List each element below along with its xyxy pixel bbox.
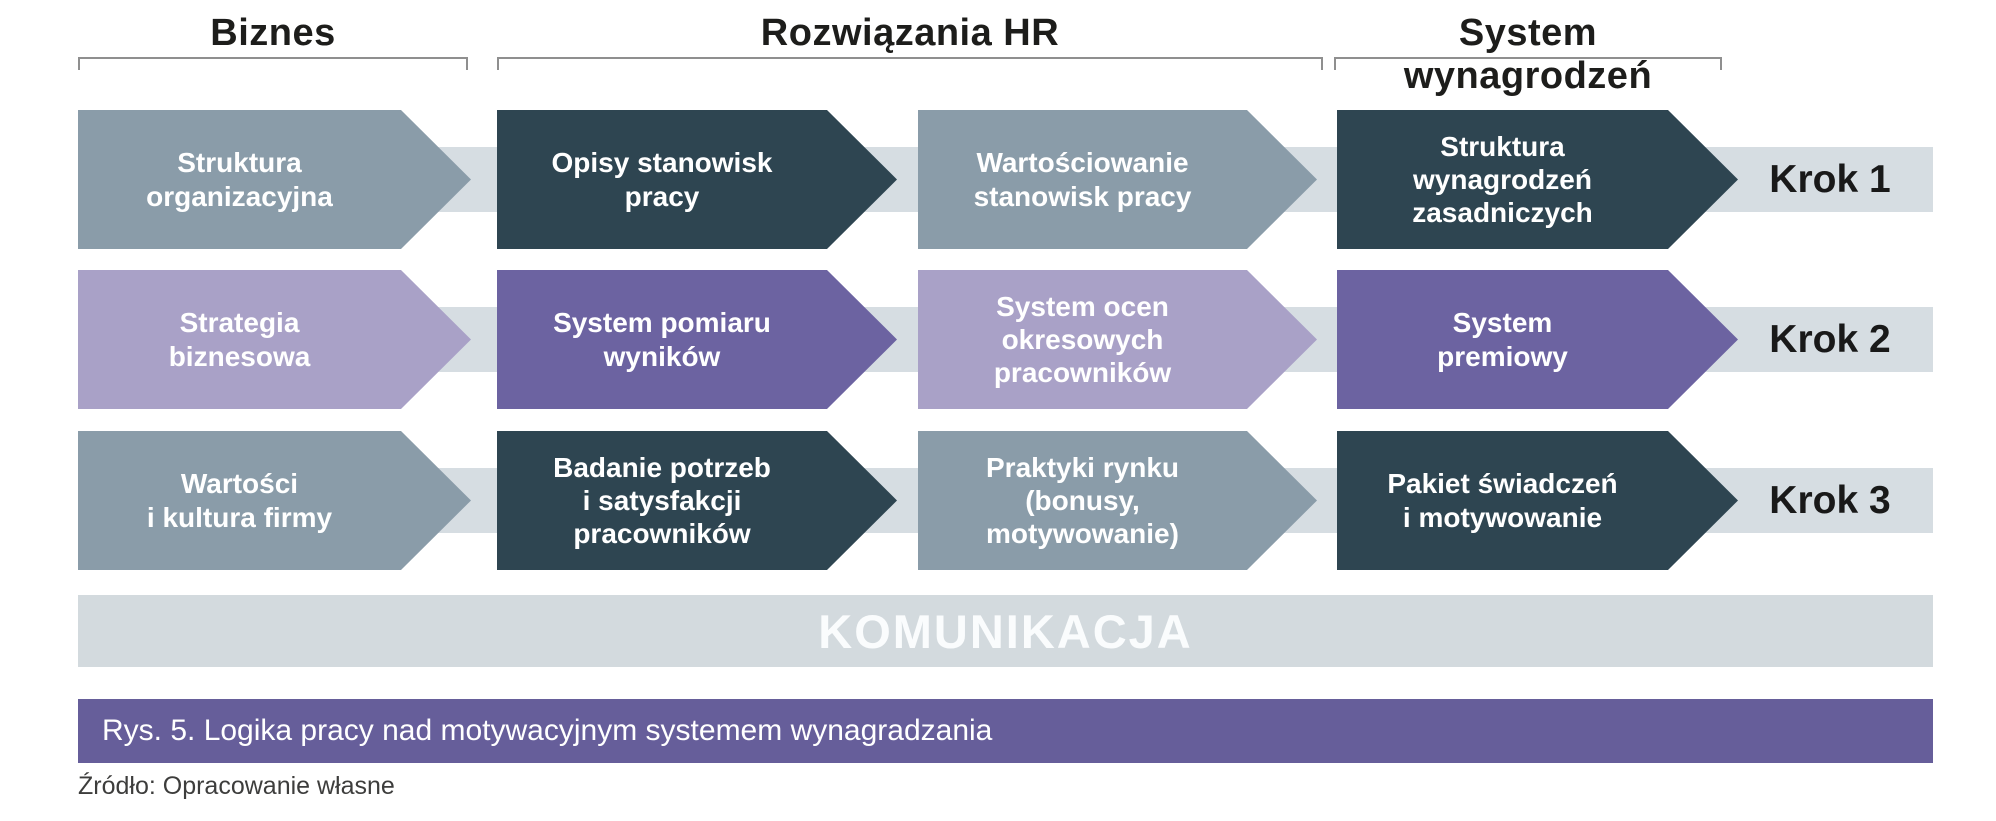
process-row-1: Struktura organizacyjna Opisy stanowisk … bbox=[0, 110, 1996, 249]
arrow-strategia-biznesowa: Strategia biznesowa bbox=[78, 270, 471, 409]
step-label-krok-2: Krok 2 bbox=[1769, 317, 1891, 361]
process-row-3: Wartości i kultura firmy Badanie potrzeb… bbox=[0, 431, 1996, 570]
arrow-system-pomiaru-wynikow: System pomiaru wyników bbox=[497, 270, 897, 409]
arrow-system-premiowy: System premiowy bbox=[1337, 270, 1738, 409]
process-row-2: Strategia biznesowa System pomiaru wynik… bbox=[0, 270, 1996, 409]
bracket-rozwiazania-hr bbox=[497, 57, 1323, 70]
communication-band: KOMUNIKACJA bbox=[78, 595, 1933, 667]
step-label-krok-3: Krok 3 bbox=[1769, 478, 1891, 522]
arrow-praktyki-rynku: Praktyki rynku (bonusy, motywowanie) bbox=[918, 431, 1317, 570]
arrow-wartosci-i-kultura-firmy: Wartości i kultura firmy bbox=[78, 431, 471, 570]
bracket-system-wynagrodzen bbox=[1334, 57, 1722, 70]
bracket-biznes bbox=[78, 57, 468, 70]
arrow-struktura-wynagrodzen-zasadniczych: Struktura wynagrodzeń zasadniczych bbox=[1337, 110, 1738, 249]
arrow-pakiet-swiadczen-motywowanie: Pakiet świadczeń i motywowanie bbox=[1337, 431, 1738, 570]
column-header-system-wynagrodzen: System wynagrodzeń bbox=[1403, 12, 1653, 97]
source-note: Źródło: Opracowanie własne bbox=[78, 772, 395, 800]
arrow-system-ocen-okresowych: System ocen okresowych pracowników bbox=[918, 270, 1317, 409]
arrow-struktura-organizacyjna: Struktura organizacyjna bbox=[78, 110, 471, 249]
arrow-opisy-stanowisk-pracy: Opisy stanowisk pracy bbox=[497, 110, 897, 249]
arrow-wartosciowanie-stanowisk-pracy: Wartościowanie stanowisk pracy bbox=[918, 110, 1317, 249]
column-header-biznes: Biznes bbox=[210, 12, 336, 54]
column-header-rozwiazania-hr: Rozwiązania HR bbox=[760, 12, 1060, 54]
step-label-krok-1: Krok 1 bbox=[1769, 157, 1891, 201]
figure-caption-bar: Rys. 5. Logika pracy nad motywacyjnym sy… bbox=[78, 699, 1933, 763]
arrow-badanie-potrzeb-satysfakcji: Badanie potrzeb i satysfakcji pracownikó… bbox=[497, 431, 897, 570]
